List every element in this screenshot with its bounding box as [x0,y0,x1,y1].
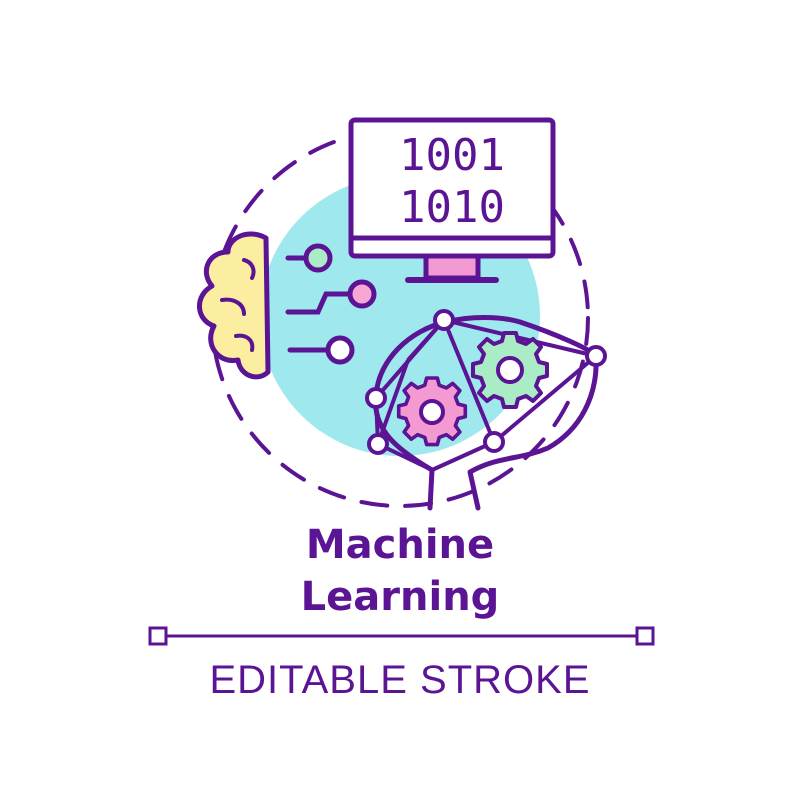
connector-node [303,243,333,273]
connector-node [347,279,377,309]
computer-monitor-icon: 1001 1010 [348,117,556,283]
monitor-stand [423,253,481,281]
network-node [365,387,387,409]
stroke-handle-left [148,626,168,646]
title-line-1: Machine [305,522,495,568]
network-node [483,431,505,453]
gear-icon [471,331,549,409]
connector-node [325,335,355,365]
binary-line-2: 1010 [399,182,505,233]
editable-stroke-caption: EDITABLE STROKE [209,658,591,702]
circuit-connector-icon [285,243,377,365]
network-node [585,345,607,367]
ai-head-icon [365,309,607,511]
stroke-handle-right [635,626,655,646]
gear-icon [396,376,468,447]
network-node [367,433,389,455]
human-brain-icon [197,231,271,380]
editable-stroke-divider [148,626,655,646]
title-line-2: Learning [300,574,500,620]
binary-line-1: 1001 [399,130,505,181]
network-node [433,309,455,331]
